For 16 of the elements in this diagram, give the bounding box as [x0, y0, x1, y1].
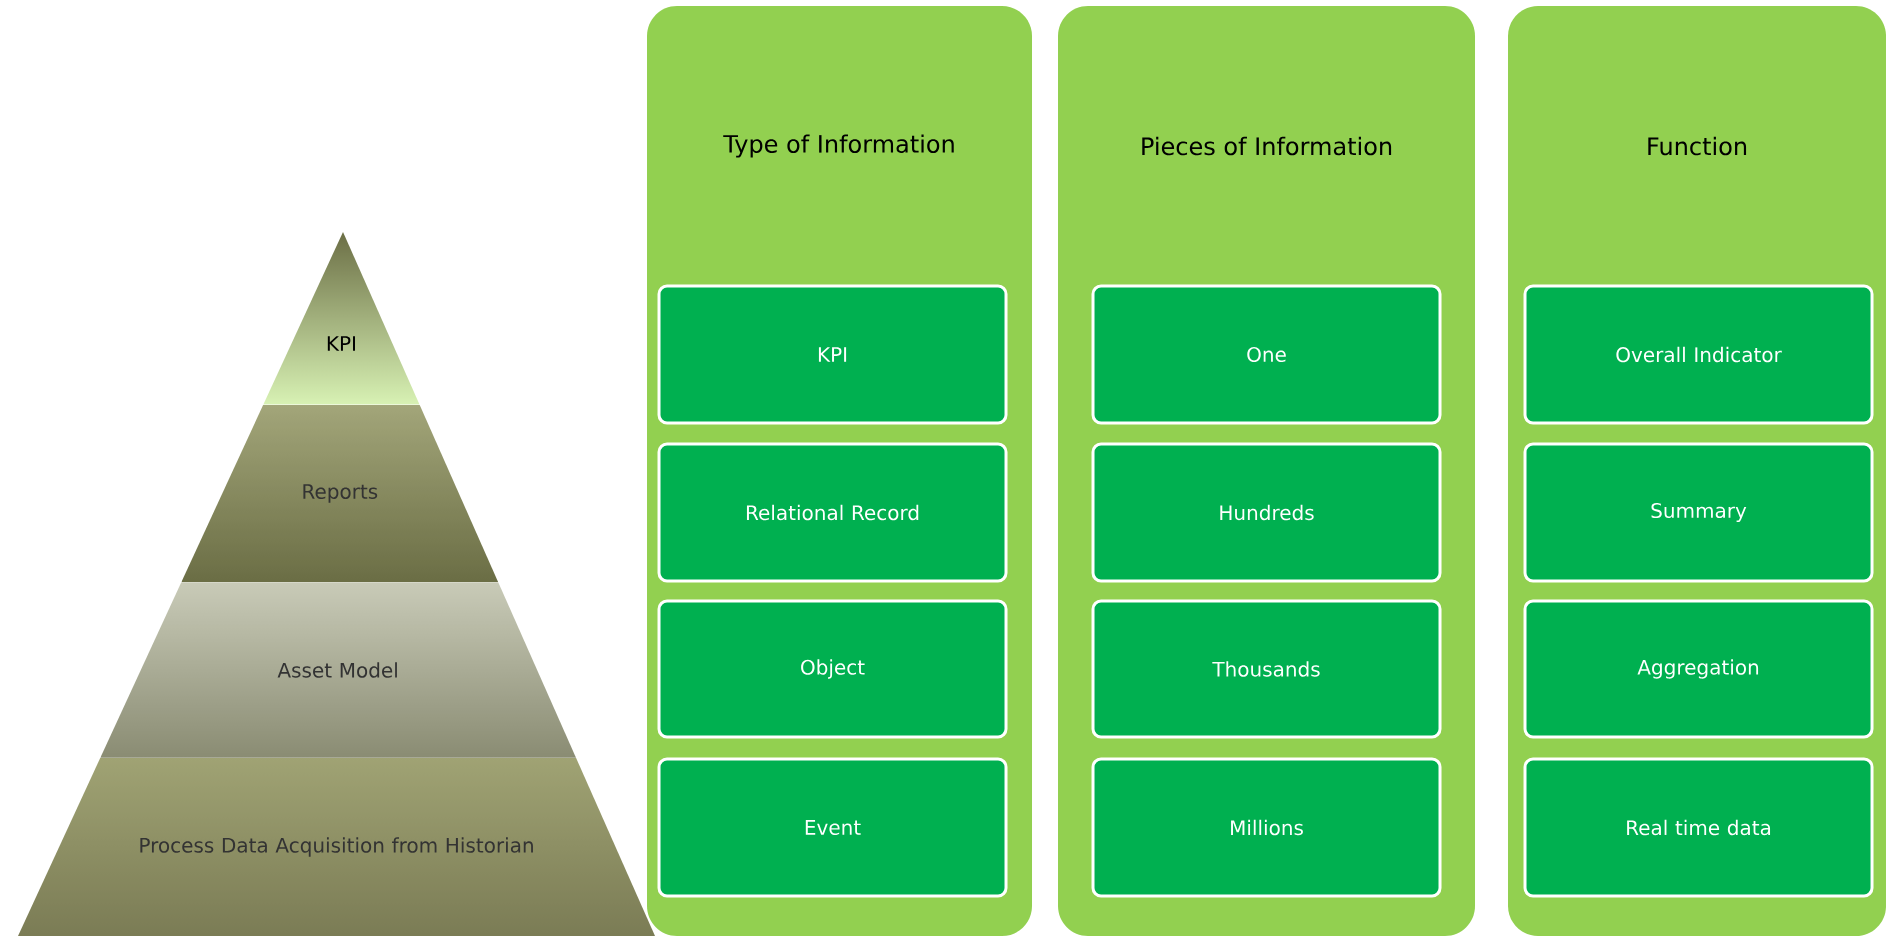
item-box: Hundreds	[1091, 442, 1442, 583]
item-box: Overall Indicator	[1523, 284, 1874, 425]
item-box: Summary	[1523, 442, 1874, 583]
pyramid-level: KPI	[327, 336, 355, 351]
item-box: One	[1091, 284, 1442, 425]
item-box: Aggregation	[1523, 599, 1874, 739]
item-box: KPI	[657, 284, 1008, 425]
pyramid-level: Asset Model	[277, 662, 397, 678]
item-box: Thousands	[1091, 599, 1442, 739]
item-box: Millions	[1091, 757, 1442, 898]
item-box: Event	[657, 757, 1008, 898]
item-box: Object	[657, 599, 1008, 739]
item-box: Relational Record	[657, 442, 1008, 583]
pyramid-level: Process Data Acquisition from Historian	[140, 837, 533, 857]
item-box: Real time data	[1523, 757, 1874, 898]
pyramid-level: Reports	[303, 484, 378, 503]
